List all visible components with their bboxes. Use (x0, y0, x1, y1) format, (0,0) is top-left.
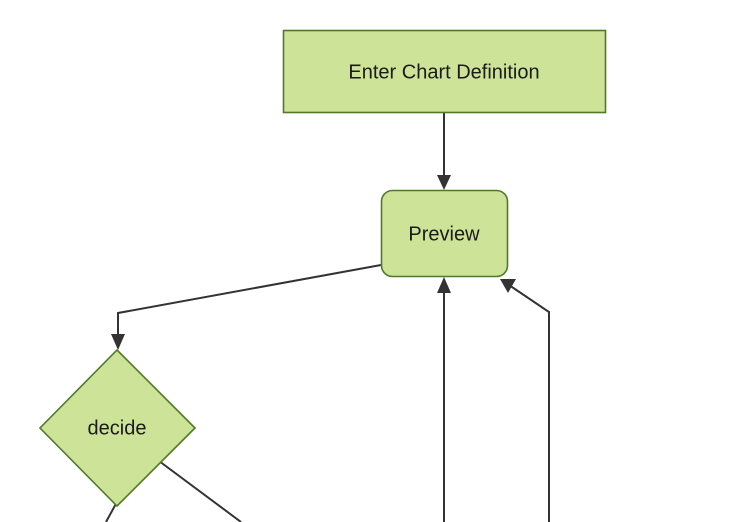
node-enter-chart-definition-label: Enter Chart Definition (348, 61, 539, 83)
edge-enter-to-preview (437, 113, 451, 190)
arrowhead-icon (437, 175, 451, 190)
edge-decide-right-out (158, 460, 242, 522)
node-preview-label: Preview (408, 223, 480, 245)
arrowhead-icon (437, 277, 451, 293)
arrowhead-icon (500, 279, 516, 293)
edge-into-preview-bottom-right (500, 279, 550, 522)
edge-preview-to-decide (111, 264, 382, 350)
node-decide[interactable]: decide (38, 348, 197, 508)
edge-into-preview-bottom (437, 277, 451, 522)
node-decide-shape[interactable] (38, 348, 197, 508)
node-layer: Enter Chart Definition Preview decide (38, 29, 607, 508)
edge-layer (105, 113, 550, 522)
node-preview[interactable]: Preview (380, 189, 509, 278)
node-enter-chart-definition[interactable]: Enter Chart Definition (282, 29, 607, 114)
node-decide-label: decide (88, 417, 147, 439)
node-enter-chart-definition-shape[interactable] (282, 29, 607, 114)
edge-decide-right-out-line (158, 460, 242, 522)
edge-into-preview-bottom-right-line (508, 284, 550, 522)
edge-preview-to-decide-line (117, 264, 382, 340)
arrowhead-icon (111, 334, 125, 350)
node-preview-shape[interactable] (380, 189, 509, 278)
